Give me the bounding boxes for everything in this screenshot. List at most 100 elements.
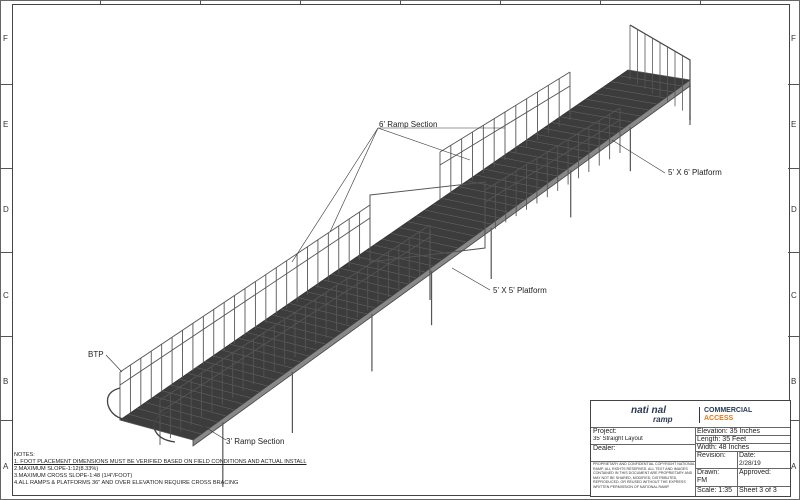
divider [591,444,695,445]
zone-letter-right-c: C [791,291,797,300]
deck-grating-line [611,81,674,93]
drawn-value: FM [697,477,708,484]
revision-label: Revision: [697,452,726,459]
ramp-side-skirt [192,79,691,447]
notes-heading: NOTES: [14,452,35,458]
deck-grating-line [492,163,558,177]
zone-tick [500,0,501,4]
deck-grating-line [162,390,235,411]
logo-ramp: ramp [653,415,673,424]
deck-grating-line [399,227,467,243]
drawn-label: Drawn: [697,469,720,476]
zone-tick [100,0,101,4]
zone-letter-left-c: C [3,291,9,300]
zone-letter-left-a: A [3,462,9,471]
deck-grating-line [306,291,376,309]
deck-grating-line [517,145,583,159]
note-item: 2.MAXIMUM SLOPE-1:12(8.33%) [14,466,99,472]
zone-tick [0,252,12,253]
leader-line [291,127,379,263]
zone-tick [400,0,401,4]
leader-line [105,354,123,373]
deck-grating-line [433,203,500,219]
deck-grating-line [424,209,492,225]
mid-platform-guard [369,181,486,263]
note-item: 4.ALL RAMPS & PLATFORMS 36" AND OVER ELE… [14,480,239,486]
deck-grating-line [314,285,384,303]
logo-commercial: COMMERCIAL [704,407,753,414]
deck-grating-line [187,373,260,393]
deck-grating-line [594,93,657,105]
zone-tick [788,168,800,169]
scale-field: Scale: 1:35 [697,487,733,494]
title-block: nati nal ramp COMMERCIAL ACCESS Project:… [590,400,791,497]
deck-grating-line [340,268,409,285]
deck-grating-line [509,151,575,165]
divider [591,461,695,462]
zone-tick [788,252,800,253]
width-field: Width: 48 Inches [697,444,750,451]
approved-label: Approved: [739,469,771,476]
note-item: 1. FOOT PLACEMENT DIMENSIONS MUST BE VER… [14,459,307,465]
divider [695,435,790,436]
deck-grating-line [568,110,633,123]
zone-tick [0,336,12,337]
leader-line [611,139,666,174]
divider [695,427,696,496]
btp-handrail-loop [106,387,129,421]
deck-grating-line [560,116,624,129]
zone-letter-left-b: B [3,377,9,386]
deck-grating-line [441,198,508,213]
deck-grating-line [526,139,591,153]
deck-grating-line [475,174,541,189]
zone-letter-left-e: E [3,120,9,129]
zone-letter-right-f: F [791,34,796,43]
sheet-border-inner [12,4,790,496]
deck-grating-line [484,168,550,183]
deck-grating-line [263,320,334,339]
leader-line [199,423,227,441]
logo-national: nati nal [631,405,667,416]
leader-line [377,127,471,161]
zone-letter-right-e: E [791,120,797,129]
deck-grating-line [119,419,194,441]
zone-letter-left-d: D [3,205,9,214]
deck-grating-line [382,238,450,255]
project-label: Project: [593,428,617,435]
zone-tick [700,0,701,4]
zone-tick [788,84,800,85]
deck-grating-line [585,98,649,111]
callout-btp: BTP [88,350,104,359]
zone-letter-left-f: F [3,34,8,43]
divider [695,486,790,487]
divider [695,443,790,444]
zone-tick [300,0,301,4]
deck-grating-line [602,87,666,99]
project-value: 35' Straight Layout [593,436,643,442]
deck-grating-line [627,69,691,81]
leader-line [451,267,491,291]
deck-grating-line [348,262,417,279]
deck-grating-line [272,314,343,333]
sheet-field: Sheet 3 of 3 [739,487,777,494]
drawing-notes: NOTES: 1. FOOT PLACEMENT DIMENSIONS MUST… [14,452,307,487]
deck-grating-line [136,408,210,429]
deck-grating-line [297,297,368,315]
date-label: Date: [739,452,756,459]
deck-grating-line [577,104,641,117]
deck-grating-line [221,349,293,369]
dealer-label: Dealer: [593,445,616,452]
leader-line [329,127,379,233]
callout-5x5-platform: 5' X 5' Platform [493,286,547,295]
deck-grating-line [357,256,425,273]
company-logo: nati nal ramp COMMERCIAL ACCESS [611,405,781,427]
deck-grating-line [458,186,525,201]
deck-grating-line [416,215,483,231]
divider [695,468,790,469]
deck-grating-line [500,157,566,171]
deck-grating-line [551,122,616,135]
zone-tick [0,420,12,421]
deck-grating-line [543,128,608,141]
